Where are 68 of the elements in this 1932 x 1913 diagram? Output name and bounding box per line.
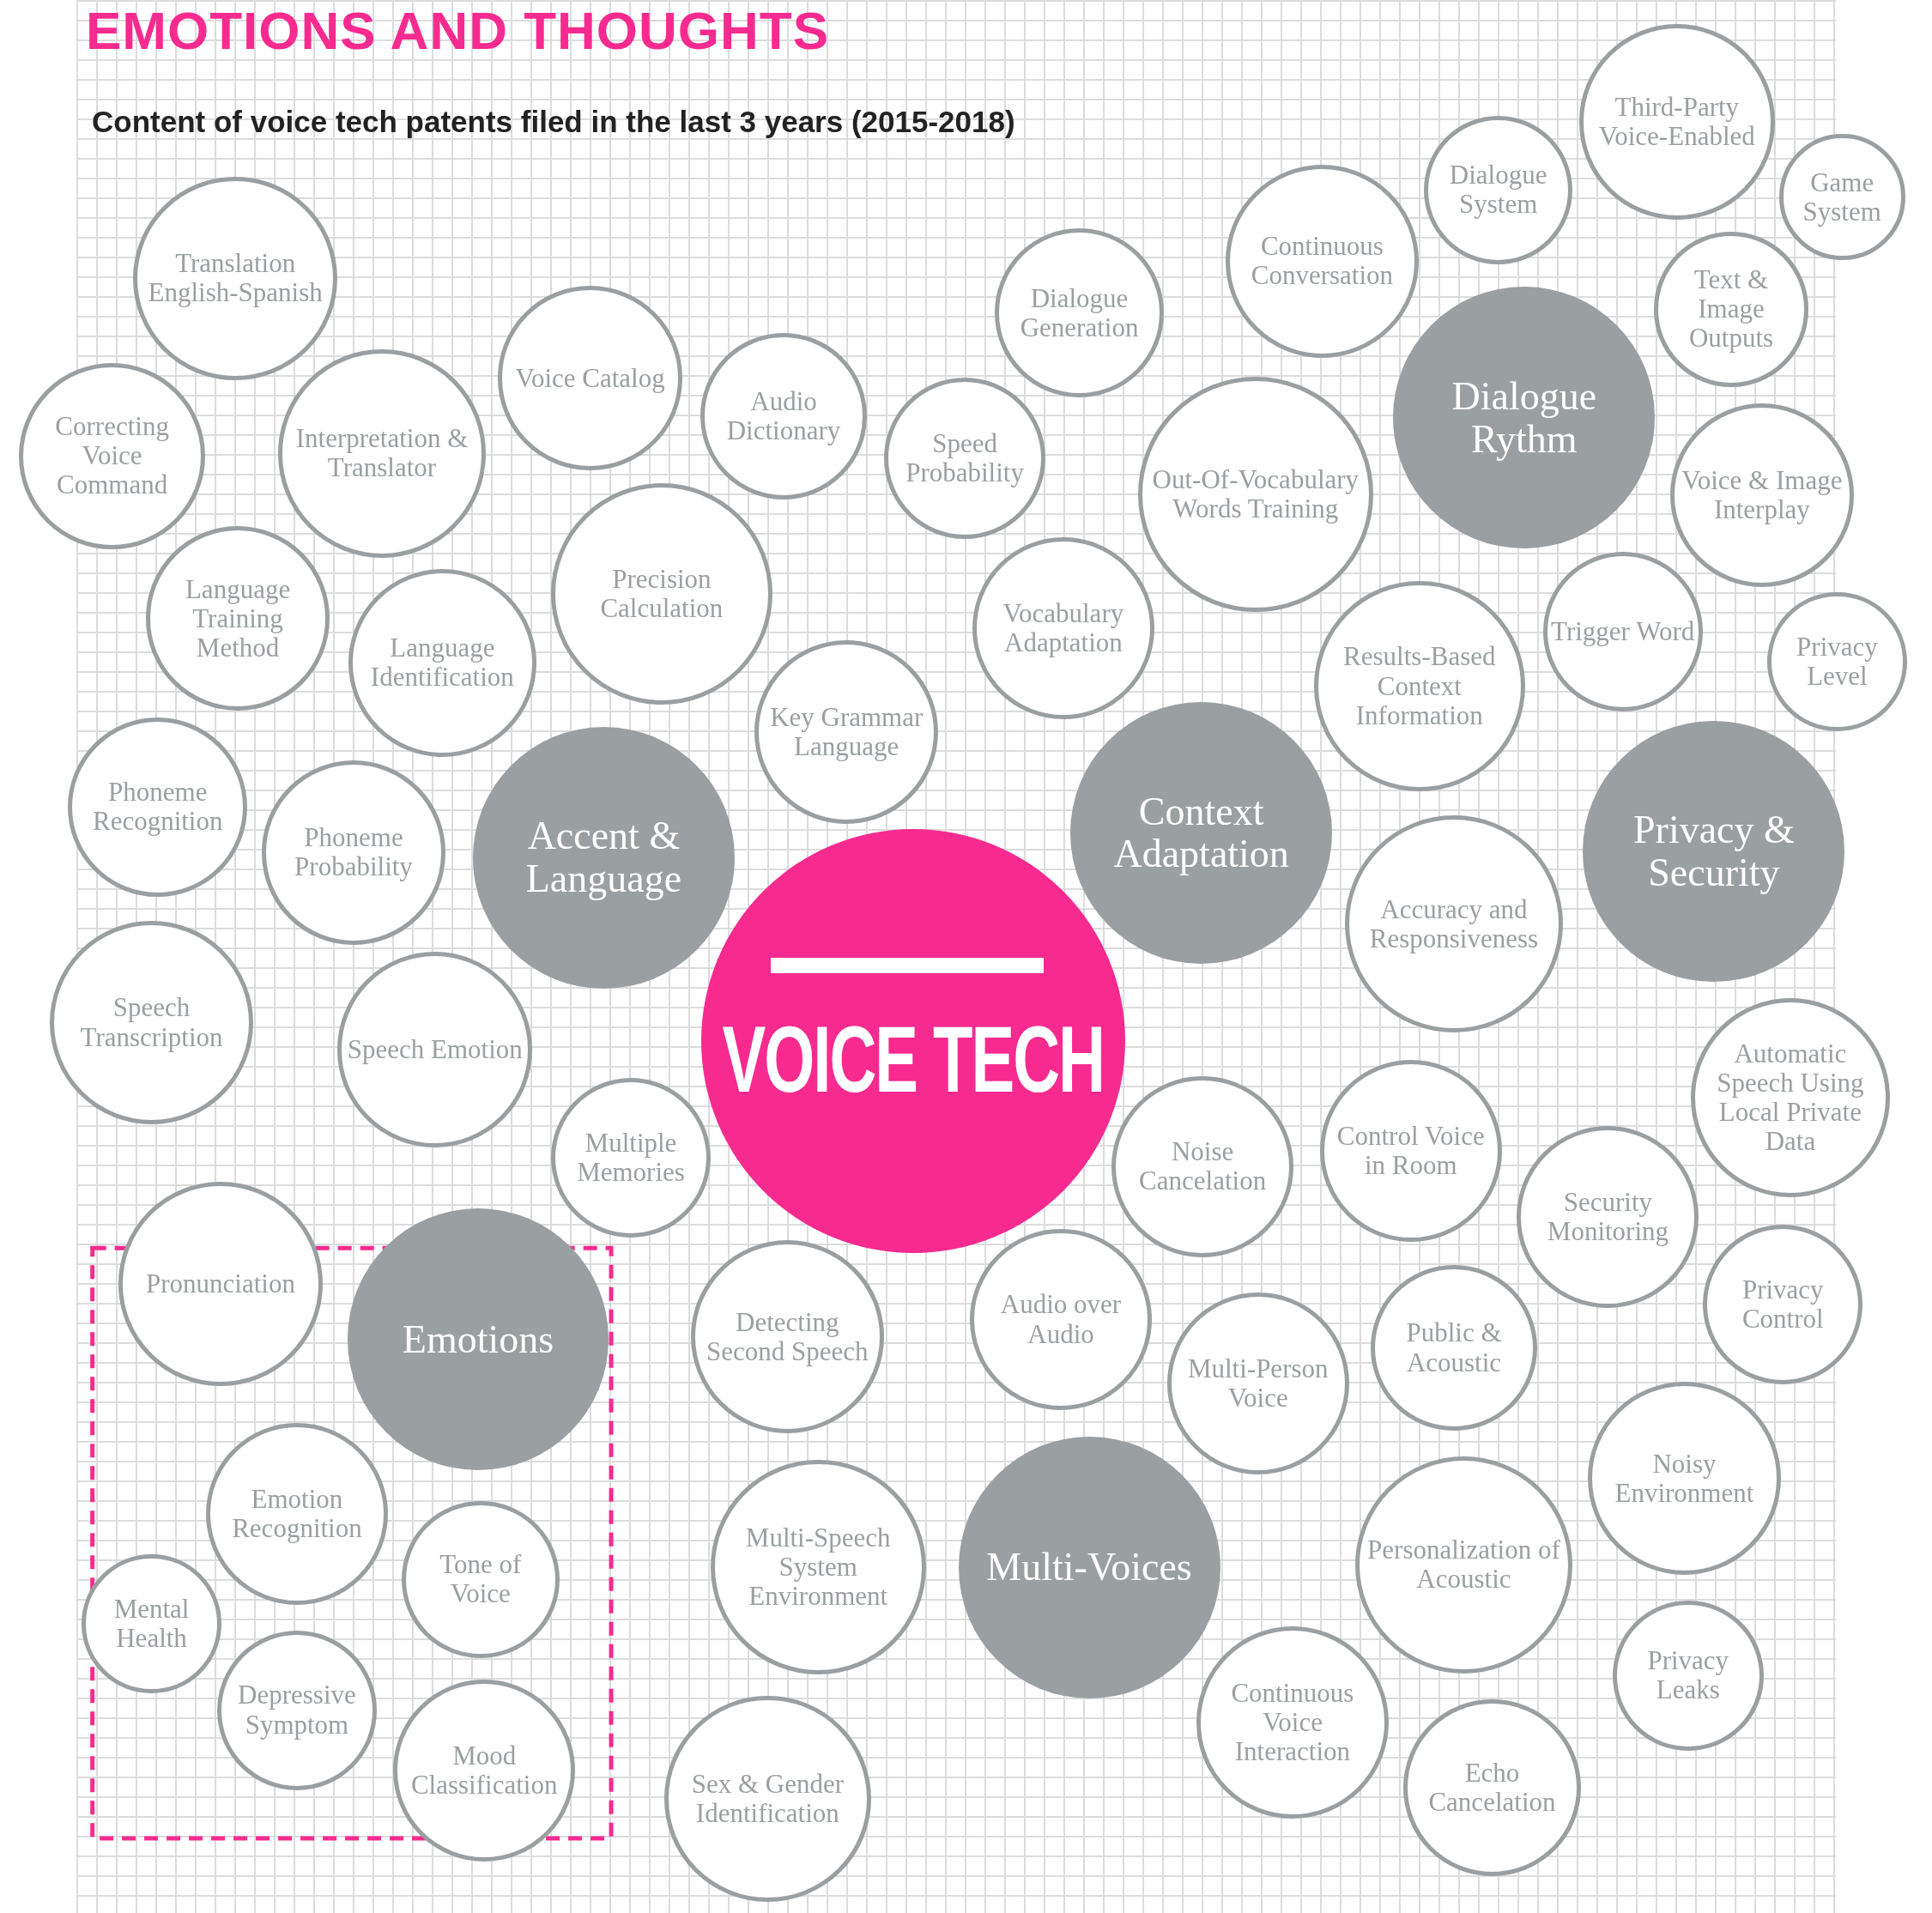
node-label: VOICE TECH — [722, 1004, 1104, 1113]
node-label: Trigger Word — [1551, 617, 1695, 647]
node-label: Context Adaptation — [1112, 790, 1290, 876]
node-label: Accent & Language — [524, 814, 683, 900]
topic-circle — [1517, 1126, 1699, 1309]
node-label: Dialogue Generation — [1019, 283, 1140, 342]
node-label: Multi-Voices — [986, 1546, 1192, 1589]
node-label: Interpretation & Translator — [294, 424, 469, 483]
node-label: Phoneme Recognition — [91, 778, 224, 837]
node-label: Security Monitoring — [1546, 1188, 1670, 1247]
node-label: Continuous Voice Interaction — [1230, 1678, 1355, 1767]
node-label: Mental Health — [112, 1595, 191, 1654]
node-label: Privacy Level — [1796, 632, 1879, 691]
node-label: Noise Cancelation — [1138, 1137, 1268, 1196]
node-label: Pronunciation — [146, 1268, 295, 1299]
node-label: Phoneme Probability — [294, 823, 414, 882]
title: EMOTIONS AND THOUGHTS — [86, 0, 830, 61]
node-label: Key Grammar Language — [769, 702, 924, 761]
node-label: Accuracy and Responsiveness — [1368, 894, 1540, 953]
node-label: Language Identification — [369, 633, 515, 693]
node-label: Multi-Speech System Environment — [744, 1523, 892, 1612]
node-label: Privacy Leaks — [1646, 1646, 1730, 1705]
node-label: Echo Cancelation — [1427, 1758, 1557, 1818]
node-label: Multi-Person Voice — [1186, 1354, 1329, 1414]
node-label: Public & Acoustic — [1405, 1318, 1503, 1377]
node-label: Noisy Environment — [1614, 1449, 1755, 1508]
node-label: Dialogue System — [1448, 160, 1548, 220]
topic-circle — [1319, 1059, 1502, 1242]
node-label: Language Training Method — [184, 574, 292, 663]
node-label: Emotion Recognition — [231, 1485, 363, 1544]
node-label: Audio Dictionary — [725, 387, 842, 446]
node-label: Out-Of-Vocabulary Words Training — [1151, 464, 1360, 524]
node-label: Depressive Symptom — [237, 1680, 357, 1740]
topic-circle — [1403, 1698, 1581, 1877]
node-label: Multiple Memories — [576, 1129, 686, 1188]
node-label: Audio over Audio — [999, 1290, 1123, 1349]
topic-circle — [118, 1182, 323, 1386]
node-label: Mood Classification — [409, 1740, 559, 1800]
node-label: Text & Image Outputs — [1687, 265, 1775, 354]
node-label: Third-Party Voice-Enabled — [1597, 93, 1756, 152]
node-label: Speech Transcription — [79, 993, 224, 1052]
node-label: Precision Calculation — [599, 564, 724, 624]
node-label: Privacy & Security — [1632, 808, 1796, 894]
node-label: Results-Based Context Information — [1342, 642, 1497, 730]
node-label: Correcting Voice Command — [54, 412, 170, 500]
node-label: Speed Probability — [905, 428, 1025, 488]
node-label: Voice & Image Interplay — [1681, 466, 1844, 525]
node-label: Speech Emotion — [347, 1035, 523, 1065]
node-label: Privacy Control — [1741, 1275, 1825, 1335]
topic-circle — [710, 1459, 926, 1675]
topic-circle — [1579, 24, 1775, 220]
node-label: Personalization of Acoustic — [1366, 1535, 1561, 1595]
node-label: Game System — [1802, 167, 1882, 227]
node-label: Dialogue Rythm — [1451, 375, 1598, 461]
node-label: Tone of Voice — [439, 1550, 523, 1609]
subtitle: Content of voice tech patents filed in the last 3 years (2015-2018) — [92, 105, 1015, 139]
node-label: Translation English-Spanish — [147, 249, 324, 308]
node-label: Detecting Second Speech — [706, 1307, 869, 1366]
topic-circle — [1225, 164, 1419, 358]
node-label: Sex & Gender Identification — [690, 1769, 845, 1829]
node-label: Automatic Speech Using Local Private Data — [1716, 1038, 1865, 1157]
topic-circle — [883, 377, 1046, 540]
node-label: Vocabulary Adaptation — [1002, 599, 1125, 658]
node-label: Control Voice in Room — [1335, 1121, 1486, 1180]
topic-circle — [337, 952, 533, 1147]
node-label: Emotions — [402, 1317, 554, 1361]
node-label: Voice Catalog — [515, 363, 665, 393]
node-label: Continuous Conversation — [1250, 232, 1394, 291]
